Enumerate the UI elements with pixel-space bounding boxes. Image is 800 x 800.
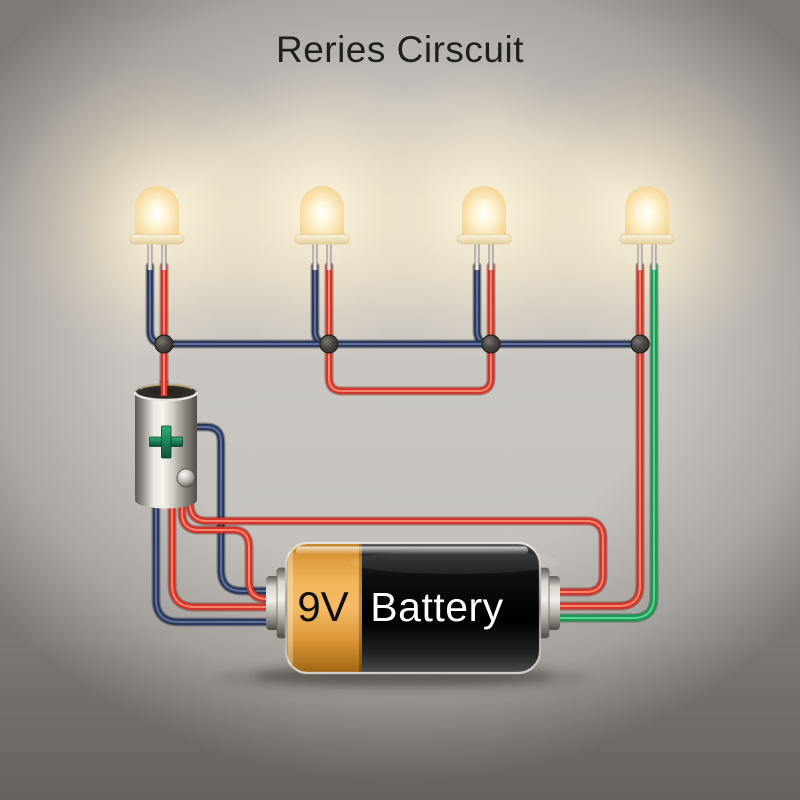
wire-holder-loop-navy xyxy=(191,422,285,596)
wire-over-battery-red xyxy=(185,491,608,597)
battery-holder xyxy=(134,383,198,509)
led-2 xyxy=(294,185,350,271)
wire-down-left-red xyxy=(177,491,285,604)
battery-terminal-right-stub xyxy=(547,576,560,630)
led-4 xyxy=(619,185,675,271)
wire-holder-battery-navy xyxy=(151,491,285,627)
battery-chrome-edge xyxy=(284,541,542,675)
holder-knob xyxy=(176,468,196,488)
battery-reflection xyxy=(350,550,560,574)
plus-icon xyxy=(149,425,183,459)
junction-dot-2 xyxy=(319,334,339,354)
junction-dot-4 xyxy=(630,334,650,354)
junction-dot-3 xyxy=(481,334,501,354)
wire-led2-led3-red xyxy=(324,261,496,396)
battery-section-divider xyxy=(359,543,362,673)
wire-led4-anode-red xyxy=(547,261,645,611)
junction-dots xyxy=(154,334,650,354)
battery-top-gloss xyxy=(296,546,528,555)
holder-front-rim xyxy=(133,391,199,402)
battery-voltage-label: 9V xyxy=(297,583,348,630)
diagram-title: Reries Cirscuit xyxy=(275,29,525,70)
junction-dot-1 xyxy=(154,334,174,354)
led-1 xyxy=(129,185,185,271)
wire-led4-cathode-green xyxy=(547,261,659,623)
led-3 xyxy=(456,185,512,271)
battery-name-label: Battery xyxy=(370,584,503,630)
wire-holder-battery-red xyxy=(167,491,285,612)
battery: 9V Battery xyxy=(215,541,591,691)
battery-left-gloss xyxy=(288,551,293,665)
battery-terminal-left-stub xyxy=(266,576,279,630)
battery-orange-section xyxy=(286,543,362,673)
